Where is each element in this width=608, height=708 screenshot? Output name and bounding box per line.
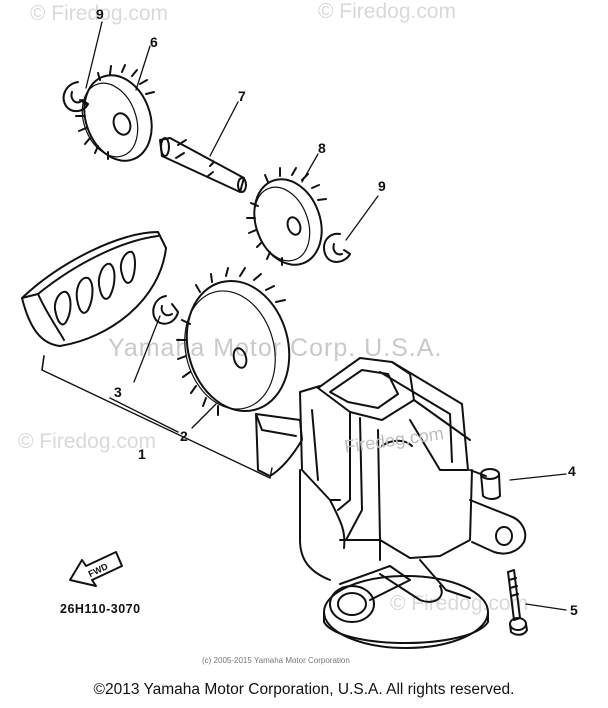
pump-outlet [323, 539, 489, 649]
callout-leaders [85, 21, 567, 611]
watermark-top-right: © Firedog.com [318, 0, 457, 23]
bracket-1-lines [41, 355, 273, 479]
diagram-part-number: 26H110-3070 [60, 602, 141, 616]
footer-copyright: ©2013 Yamaha Motor Corporation, U.S.A. A… [93, 681, 515, 698]
callout-8: 8 [318, 140, 326, 156]
callout-6: 6 [150, 34, 158, 50]
watermark-middle-right: © Firedog.com [390, 592, 529, 615]
bolt-5 [507, 569, 528, 636]
callout-1: 1 [138, 446, 146, 462]
watermark-top-left: © Firedog.com [30, 2, 169, 25]
callout-9-top: 9 [96, 6, 104, 22]
fwd-arrow-icon [69, 551, 123, 587]
small-copyright: (c) 2005-2015 Yamaha Motor Corporation [202, 656, 350, 665]
gear-8 [246, 167, 327, 266]
cover-1 [21, 231, 167, 347]
callout-5: 5 [570, 602, 578, 618]
callout-9-right: 9 [378, 178, 386, 194]
callout-3: 3 [114, 384, 122, 400]
watermark-middle-left: © Firedog.com [18, 430, 157, 453]
ring-3 [152, 295, 179, 325]
gear-6 [75, 64, 155, 162]
gear-2 [176, 267, 291, 416]
pump-body [255, 357, 527, 581]
callout-4: 4 [568, 463, 576, 479]
callout-2: 2 [180, 428, 188, 444]
shaft-7 [159, 137, 247, 193]
circlip-9-right [322, 232, 351, 263]
callout-7: 7 [238, 88, 246, 104]
pin-4 [480, 468, 501, 500]
